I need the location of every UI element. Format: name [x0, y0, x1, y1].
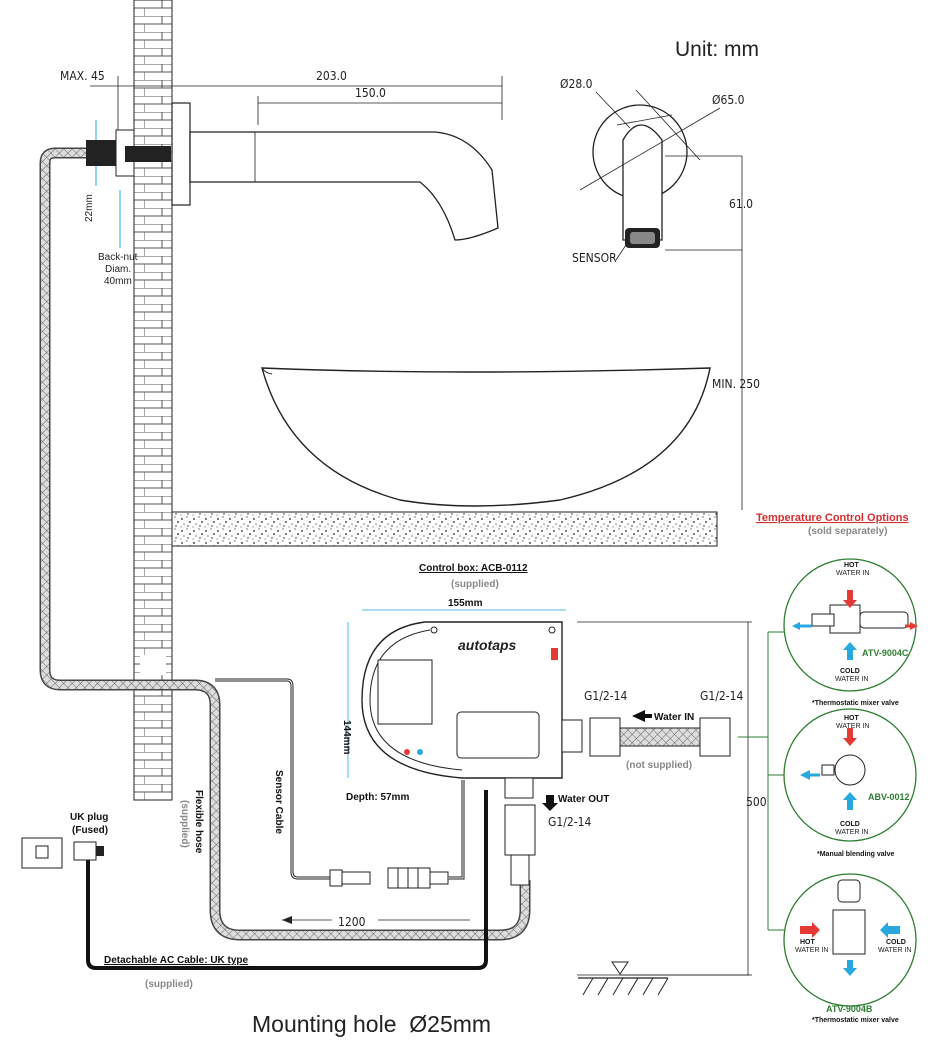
ac-cable-label: Detachable AC Cable: UK type [104, 955, 249, 966]
option-2-hot-2: WATER IN [836, 723, 869, 730]
dim-cable-length: 1200 [338, 915, 366, 929]
back-nut-line-3: 40mm [104, 276, 132, 287]
dim-spout-reach: 150.0 [355, 86, 386, 100]
sensor-cable-label: Sensor Cable [273, 770, 284, 834]
dim-max-wall: MAX. 45 [60, 69, 105, 83]
option-2-model: ABV-0012 [868, 792, 910, 802]
countertop [171, 511, 718, 547]
water-out-label: Water OUT [558, 794, 609, 805]
water-in-label: Water IN [654, 712, 694, 723]
option-3-model: ATV-9004B [826, 1004, 873, 1014]
option-1-model: ATV-9004C [862, 648, 909, 658]
g-right-label: G1/2-14 [700, 689, 744, 703]
flexible-hose-supplied: (supplied) [179, 800, 190, 848]
flow-arrows [792, 590, 918, 976]
dim-spout-total: 203.0 [316, 69, 347, 83]
nut-dimension [95, 120, 121, 248]
g-out-label: G1/2-14 [548, 815, 592, 829]
flexible-hose-label: Flexible hose [193, 790, 204, 854]
dimension-lines [90, 76, 752, 976]
water-out-arrow [542, 795, 558, 811]
valve-icons [811, 604, 909, 955]
spout-top-view [592, 104, 688, 248]
outlet-fitting [504, 804, 536, 886]
g-left-label: G1/2-14 [584, 689, 628, 703]
control-box [361, 621, 583, 799]
option-1-hot-1: HOT [844, 562, 860, 569]
water-in-arrow [632, 710, 652, 722]
mounting-hole-label: Mounting hole Ø25mm [252, 1011, 491, 1037]
wall [133, 0, 173, 801]
dim-outlet-diam: Ø28.0 [560, 77, 593, 91]
uk-plug-line-1: UK plug [70, 812, 108, 823]
option-2-cold-1: COLD [840, 821, 860, 828]
option-2-hot-1: HOT [844, 715, 860, 722]
dim-nut-height: 22mm [84, 194, 95, 222]
uk-plug [73, 841, 104, 861]
sensor-label: SENSOR [572, 251, 617, 265]
option-2-cold-2: WATER IN [835, 829, 868, 836]
box-width-label: 155mm [448, 598, 483, 609]
not-supplied-label: (not supplied) [626, 760, 692, 771]
back-nut-line-1: Back-nut [98, 252, 138, 263]
basin [261, 367, 711, 507]
option-3-caption: *Thermostatic mixer valve [812, 1017, 899, 1024]
dim-min-clearance: MIN. 250 [712, 377, 760, 391]
inlet-hose [589, 717, 731, 757]
ac-cable-supplied: (supplied) [145, 979, 193, 990]
brand-logo: autotaps [458, 637, 517, 653]
control-box-title: Control box: ACB-0112 [419, 563, 528, 574]
option-connector-lines [738, 631, 786, 931]
sensor-cable [215, 678, 330, 880]
option-3-hot-1: HOT [800, 939, 816, 946]
box-height-label: 144mm [341, 720, 352, 755]
option-1-hot-2: WATER IN [836, 570, 869, 577]
cable-length-arrow [282, 916, 292, 924]
back-nut-line-2: Diam. [105, 264, 131, 275]
temperature-options-title: Temperature Control Options [756, 512, 909, 524]
dim-box-height: 500 [746, 795, 767, 809]
wall-socket [21, 837, 63, 869]
control-box-supplied: (supplied) [451, 579, 499, 590]
option-1-cold-2: WATER IN [835, 676, 868, 683]
ac-cable [86, 790, 488, 970]
option-3-hot-2: WATER IN [795, 947, 828, 954]
option-3-cold-1: COLD [886, 939, 906, 946]
option-1-caption: *Thermostatic mixer valve [812, 700, 899, 707]
temperature-options-subtitle: (sold separately) [808, 526, 887, 537]
sensor-connector [329, 867, 449, 889]
option-3-cold-2: WATER IN [878, 947, 911, 954]
box-depth-label: Depth: 57mm [346, 792, 409, 803]
floor-ground [578, 961, 750, 996]
tap-spout [86, 102, 499, 241]
dim-spout-height: 61.0 [729, 197, 753, 211]
dim-flange-diam: Ø65.0 [712, 93, 745, 107]
unit-label: Unit: mm [675, 38, 759, 61]
option-2-caption: *Manual blending valve [817, 851, 895, 858]
option-1-cold-1: COLD [840, 668, 860, 675]
uk-plug-line-2: (Fused) [72, 825, 108, 836]
